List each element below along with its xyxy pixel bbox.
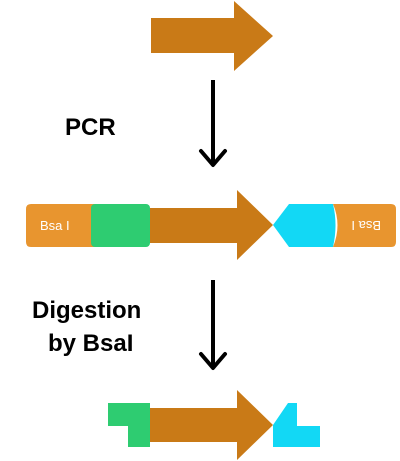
process-arrow-pcr: [199, 80, 227, 167]
digested-fragment: [108, 390, 320, 460]
bsai-site-right: Bsa I: [333, 204, 396, 247]
cyan-overhang-block: [273, 204, 336, 247]
pcr-product: Bsa I Bsa I: [26, 190, 396, 260]
bsai-site-right-label: Bsa I: [351, 218, 381, 233]
insert-arrow-top: [151, 1, 273, 71]
bsai-site-right-shape: [333, 204, 396, 247]
insert-arrow-middle: [150, 190, 273, 260]
digestion-step-label: Digestion by BsaI: [32, 294, 141, 360]
bsai-site-left: Bsa I: [26, 204, 96, 247]
bsai-site-left-shape: [26, 204, 96, 247]
digestion-label-line1: Digestion: [32, 297, 142, 324]
cyan-sticky-end: [273, 403, 320, 447]
digestion-label-line2: by BsaI: [48, 330, 134, 357]
green-overhang-block: [91, 204, 150, 247]
insert-arrow-top-shape: [151, 1, 273, 71]
process-arrow-digestion: [199, 280, 227, 370]
pcr-step-label: PCR: [65, 114, 116, 141]
green-sticky-end: [108, 403, 150, 447]
insert-arrow-bottom: [150, 390, 273, 460]
bsai-site-left-label: Bsa I: [40, 218, 70, 233]
